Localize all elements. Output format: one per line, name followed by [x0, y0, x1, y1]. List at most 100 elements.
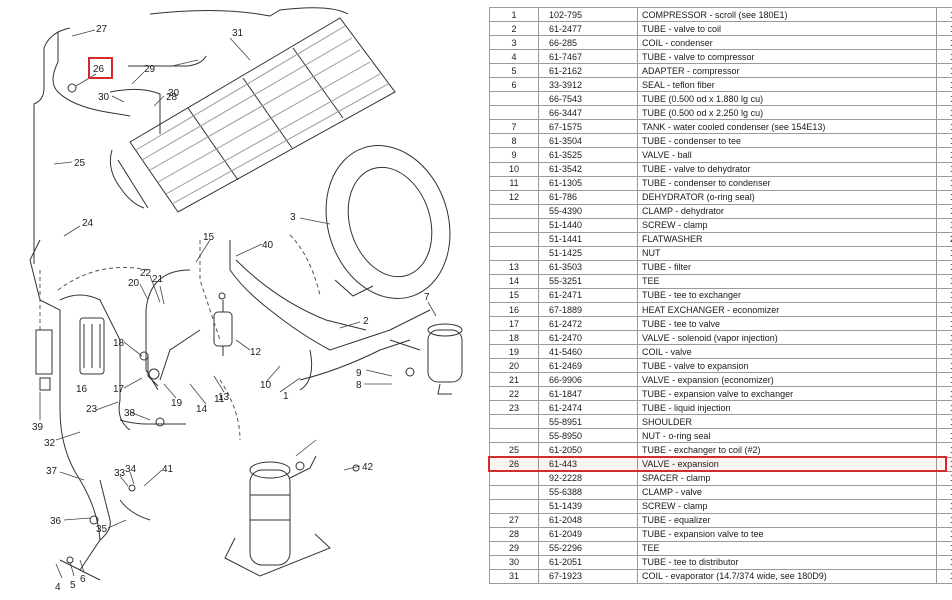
- parts-quantity: 1: [936, 428, 952, 444]
- parts-item-number: [489, 245, 539, 261]
- parts-part-number: 67-1923: [538, 568, 638, 584]
- parts-item-number: 26: [489, 456, 539, 472]
- callout-17: 17: [113, 384, 125, 395]
- parts-item-number: 14: [489, 273, 539, 289]
- parts-description: SPACER - clamp: [637, 470, 937, 486]
- parts-quantity: 1: [936, 273, 952, 289]
- parts-description: VALVE - ball: [637, 147, 937, 163]
- parts-quantity: 1: [936, 189, 952, 205]
- parts-item-number: 11: [489, 175, 539, 191]
- parts-part-number: 61-3525: [538, 147, 638, 163]
- callout-25: 25: [74, 158, 86, 169]
- parts-part-number: 61-2477: [538, 21, 638, 37]
- parts-part-number: 61-2049: [538, 526, 638, 542]
- callout-35: 35: [96, 524, 108, 535]
- callout-22: 22: [140, 268, 152, 279]
- parts-part-number: 66-7543: [538, 91, 638, 107]
- parts-quantity: 1: [936, 470, 952, 486]
- parts-item-number: 3: [489, 35, 539, 51]
- parts-item-number: 1: [489, 6, 539, 23]
- parts-description: DEHYDRATOR (o-ring seal): [637, 189, 937, 205]
- parts-part-number: 61-1847: [538, 386, 638, 402]
- parts-quantity: 1: [936, 330, 952, 346]
- callout-leaders: [39, 29, 437, 579]
- compressor: [224, 455, 331, 577]
- parts-item-number: 17: [489, 316, 539, 332]
- parts-quantity: 1: [936, 414, 952, 430]
- parts-description: TUBE - equalizer: [637, 512, 937, 528]
- callout-30-right: 30: [168, 88, 180, 99]
- parts-description: TEE: [637, 540, 937, 556]
- parts-quantity: 1: [936, 21, 952, 37]
- parts-quantity: 1: [936, 554, 952, 570]
- parts-description: TANK - water cooled condenser (see 154E1…: [637, 119, 937, 135]
- evaporator-coil: [109, 7, 396, 213]
- parts-part-number: 61-2050: [538, 442, 638, 458]
- parts-part-number: 51-1441: [538, 231, 638, 247]
- parts-quantity: 1: [936, 456, 952, 472]
- parts-item-number: 28: [489, 526, 539, 542]
- callout-13: 13: [218, 392, 230, 403]
- callout-20: 20: [128, 278, 140, 289]
- condenser-coil: [325, 145, 451, 299]
- parts-item-number: [489, 498, 539, 514]
- parts-item-number: 10: [489, 161, 539, 177]
- callout-numbers: 1 2 3 4 5 6 7 8 9 10 11 12 13 14 15 16 1…: [32, 24, 430, 593]
- parts-item-number: [489, 203, 539, 219]
- parts-item-number: 13: [489, 259, 539, 275]
- parts-description: FLATWASHER: [637, 231, 937, 247]
- parts-description: CLAMP - dehydrator: [637, 203, 937, 219]
- parts-item-number: [489, 428, 539, 444]
- parts-quantity: 1: [936, 105, 952, 121]
- parts-quantity: 1: [936, 6, 952, 23]
- parts-description: TUBE - valve to dehydrator: [637, 161, 937, 177]
- parts-description: CLAMP - valve: [637, 484, 937, 500]
- parts-quantity: 1: [936, 526, 952, 542]
- parts-item-number: 4: [489, 49, 539, 65]
- parts-description: NUT: [637, 245, 937, 261]
- callout-27: 27: [96, 24, 108, 35]
- parts-quantity: 1: [936, 203, 952, 219]
- parts-part-number: 55-3251: [538, 273, 638, 289]
- exploded-parts-diagram: 1 2 3 4 5 6 7 8 9 10 11 12 13 14 15 16 1…: [29, 7, 463, 593]
- callout-15: 15: [203, 232, 215, 243]
- callout-36: 36: [50, 516, 62, 527]
- parts-description: SEAL - teflon fiber: [637, 77, 937, 93]
- parts-description: VALVE - expansion: [637, 456, 937, 472]
- parts-description: COIL - condenser: [637, 35, 937, 51]
- parts-part-number: 102-795: [538, 6, 638, 23]
- parts-description: TUBE - expansion valve to tee: [637, 526, 937, 542]
- parts-quantity: 1: [936, 301, 952, 318]
- parts-quantity: 1: [936, 512, 952, 528]
- parts-part-number: 61-7467: [538, 49, 638, 65]
- parts-item-number: 15: [489, 287, 539, 303]
- parts-part-number: 41-5460: [538, 344, 638, 360]
- parts-part-number: 55-4390: [538, 203, 638, 219]
- parts-item-number: 2: [489, 21, 539, 37]
- parts-description: TUBE - valve to expansion: [637, 358, 937, 374]
- parts-description: TUBE - tee to distributor: [637, 554, 937, 570]
- parts-part-number: 61-1305: [538, 175, 638, 191]
- parts-description: TUBE (0.500 od x 2.250 lg cu): [637, 105, 937, 121]
- parts-part-number: 66-9906: [538, 372, 638, 388]
- parts-description: TUBE - valve to compressor: [637, 49, 937, 65]
- parts-item-number: [489, 470, 539, 486]
- parts-quantity: 1: [936, 91, 952, 107]
